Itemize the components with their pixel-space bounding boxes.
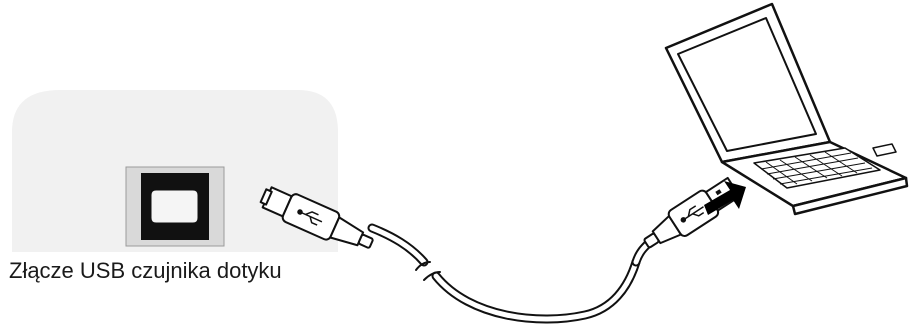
- usb-symbol-icon: [297, 209, 323, 226]
- usb-b-port-icon: [125, 166, 225, 247]
- usb-a-plug-icon: [643, 176, 741, 249]
- usb-symbol-icon: [680, 205, 705, 223]
- usb-b-plug-icon: [259, 186, 374, 249]
- insert-arrow-icon: [704, 181, 746, 215]
- usb-port-caption: Złącze USB czujnika dotyku: [9, 258, 282, 283]
- laptop-icon: [664, 2, 909, 216]
- usb-cable: [367, 223, 657, 324]
